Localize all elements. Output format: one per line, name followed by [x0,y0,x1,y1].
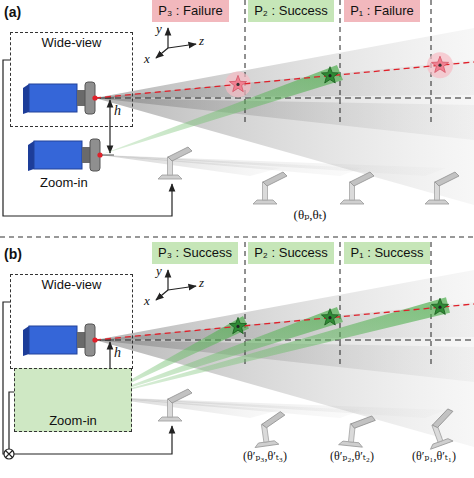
text-label: h [114,103,121,119]
angle-label: (θₚ,θₜ) [294,208,327,223]
status-band: P₃ : Success [152,242,238,264]
camera-group: Zoom-in [14,368,132,432]
angle-label: (θ′ₚ₂,θ′ₜ₂) [330,450,374,464]
node-text: P₂ : Success [254,3,328,19]
status-band: P₂ : Success [248,242,334,264]
text-label: x [144,52,150,67]
text-label: z [199,276,204,291]
text-label: y [156,264,162,279]
panel-b [3,242,474,459]
status-band: P₁ : Success [344,242,430,264]
node-text: P₃ : Success [158,245,232,261]
panel-a [3,0,474,216]
status-band: P₃ : Failure [152,0,229,22]
status-band: P₂ : Success [248,0,334,22]
text-label: (b) [4,246,22,262]
node-text: Wide-view [42,35,102,51]
text-label: (a) [4,4,21,20]
text-label: Zoom-in [40,176,88,191]
status-band: P₁ : Failure [344,0,420,22]
text-label: z [199,34,204,49]
node-text: P₂ : Success [254,245,328,261]
node-text: P₁ : Success [350,245,423,261]
text-label: h [114,345,121,361]
angle-label: (θ′ₚ₃,θ′ₜ₃) [243,450,287,464]
node-text: Wide-view [42,277,102,293]
node-text: P₃ : Failure [158,3,223,19]
node-text: P₁ : Failure [350,3,414,19]
text-label: y [156,22,162,37]
text-label: x [144,294,150,309]
angle-label: (θ′ₚ₁,θ′ₜ₁) [412,450,456,464]
node-text: Zoom-in [49,413,97,429]
